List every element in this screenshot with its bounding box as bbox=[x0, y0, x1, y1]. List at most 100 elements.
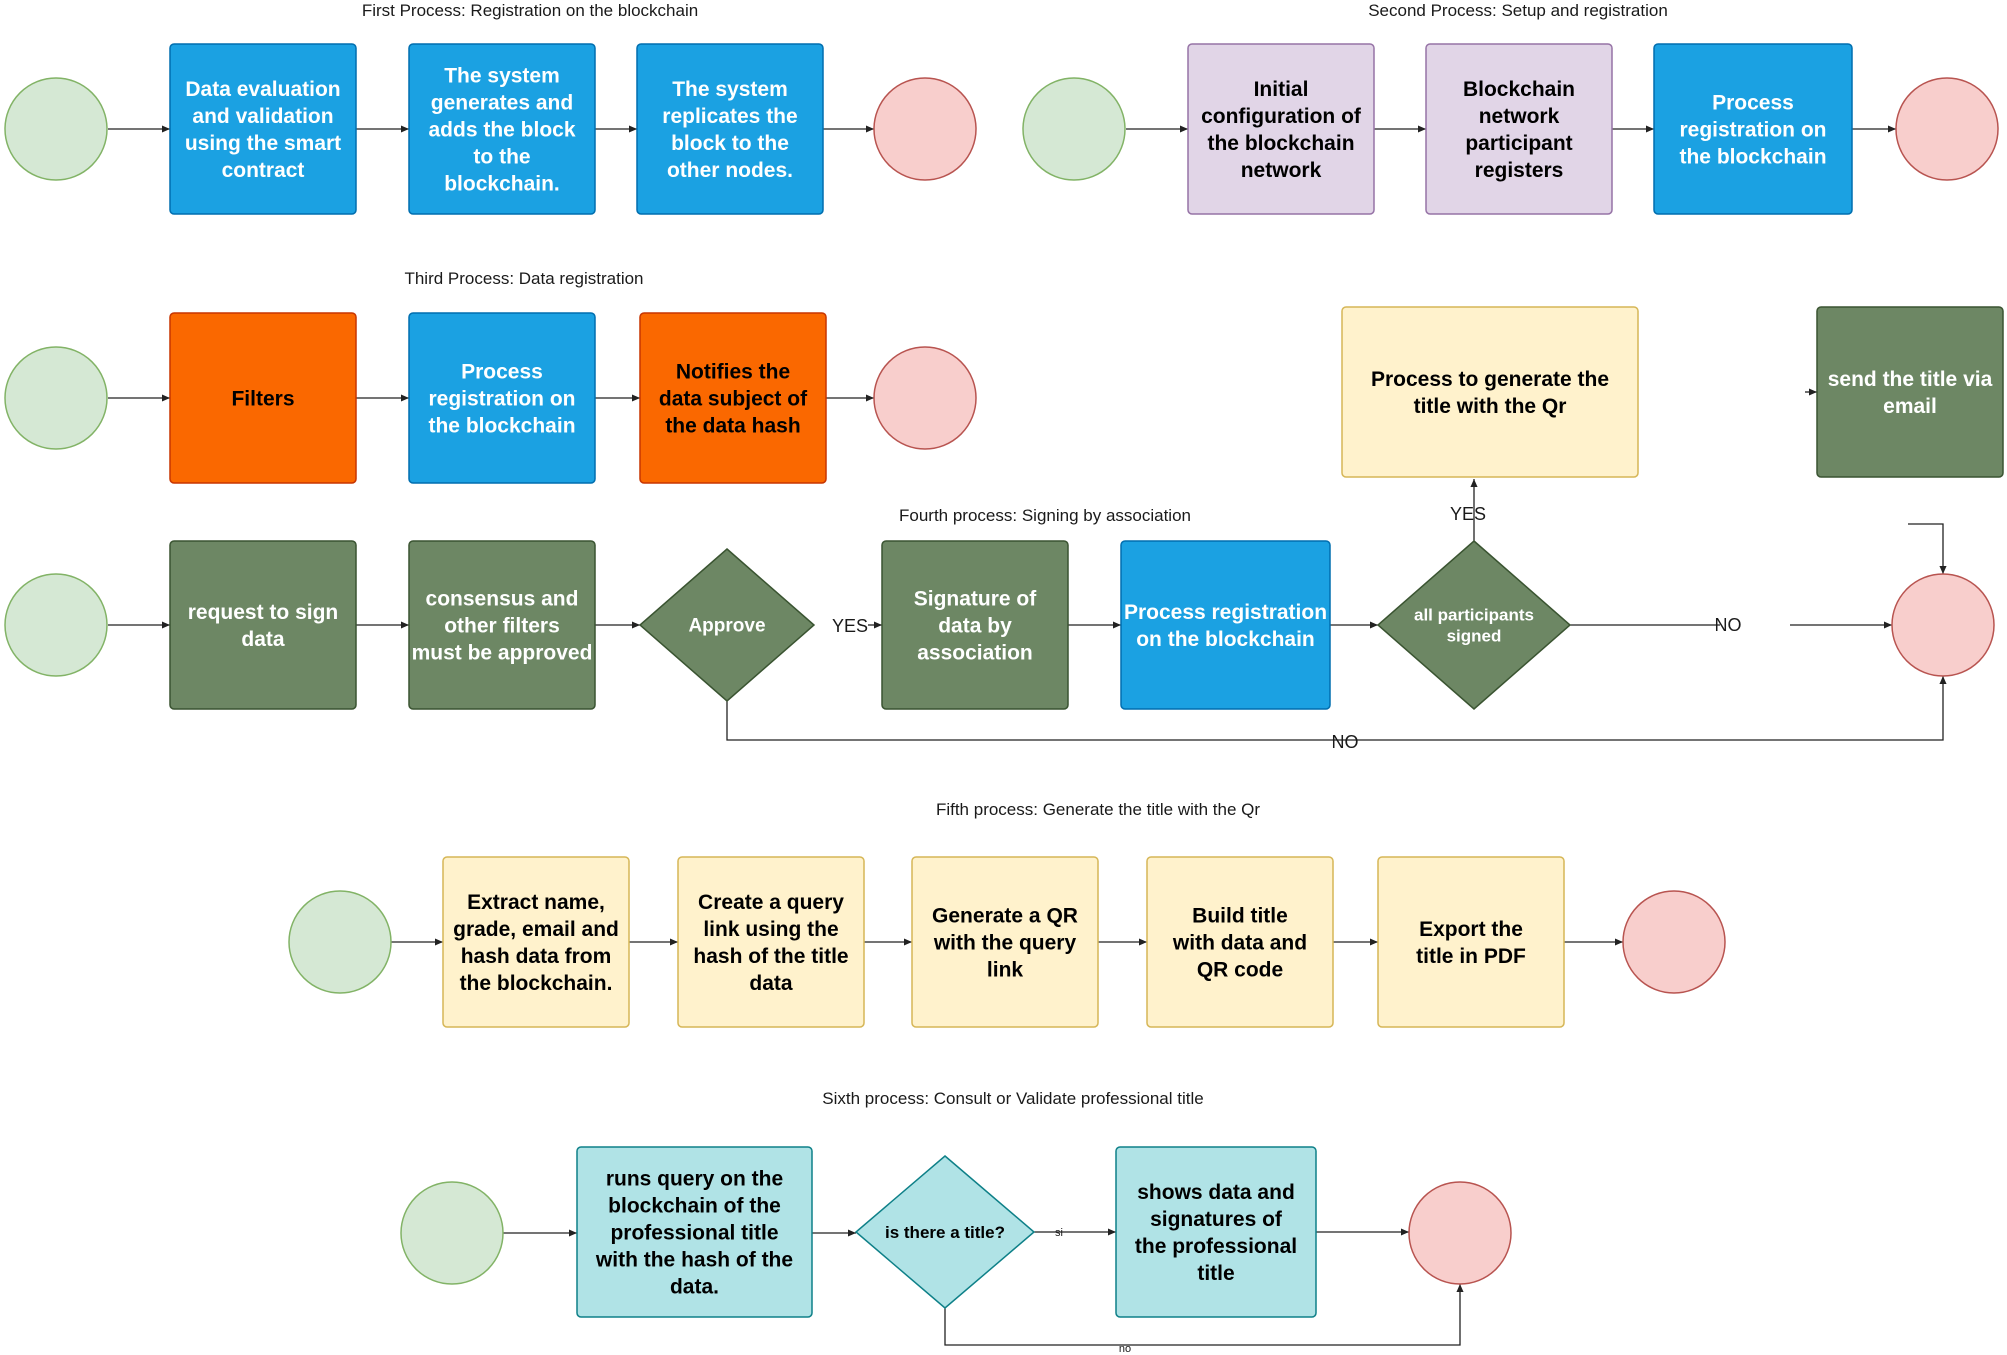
process3-start[interactable] bbox=[4, 346, 108, 450]
p5-step-2-shape bbox=[677, 856, 865, 1028]
process6-title: Sixth process: Consult or Validate profe… bbox=[822, 1089, 1203, 1108]
process1-start[interactable] bbox=[4, 77, 108, 181]
node-label: is there a title? bbox=[885, 1223, 1005, 1242]
p6-label-no: no bbox=[1119, 1343, 1131, 1355]
p4-step-3-shape bbox=[881, 540, 1069, 710]
p4-label-yes1: YES bbox=[832, 616, 868, 636]
p4-label-no2: NO bbox=[1332, 732, 1359, 752]
p3-step-1[interactable]: Filters bbox=[169, 312, 357, 484]
p4-generate-title-shape bbox=[1341, 306, 1639, 478]
process3-title: Third Process: Data registration bbox=[404, 269, 643, 288]
process4-start[interactable] bbox=[4, 573, 108, 677]
p4-label-no1: NO bbox=[1715, 615, 1742, 635]
process5-end[interactable] bbox=[1622, 890, 1726, 994]
p4-approve-decision[interactable]: Approve bbox=[638, 548, 816, 702]
process4-title: Fourth process: Signing by association bbox=[899, 506, 1191, 525]
process4-end[interactable] bbox=[1891, 573, 1995, 677]
p6-label-si: si bbox=[1055, 1227, 1063, 1239]
p4-step-4-shape bbox=[1120, 540, 1331, 710]
p1-step-1-shape bbox=[169, 43, 357, 215]
p4-edge-no-bottom bbox=[726, 676, 1947, 741]
process1-end[interactable] bbox=[873, 77, 977, 181]
process6-start[interactable] bbox=[400, 1181, 504, 1285]
p3-step-2-shape bbox=[408, 312, 596, 484]
p2-step-1-shape bbox=[1187, 43, 1375, 215]
node-label: Approve bbox=[688, 616, 765, 637]
p6-step-1-shape bbox=[576, 1146, 813, 1318]
process1-title: First Process: Registration on the block… bbox=[362, 1, 698, 20]
p5-step-3-shape bbox=[911, 856, 1099, 1028]
p4-signed-decision-shape bbox=[1376, 540, 1572, 710]
process2-start[interactable] bbox=[1022, 77, 1126, 181]
p6-edge-no bbox=[944, 1284, 1464, 1346]
p1-step-2-shape bbox=[408, 43, 596, 215]
p3-step-1-shape bbox=[169, 312, 357, 484]
p3-step-3-shape bbox=[639, 312, 827, 484]
p6-title-decision[interactable]: is there a title? bbox=[854, 1155, 1036, 1309]
p4-approve-decision-shape bbox=[638, 548, 816, 702]
p4-edge-email-down bbox=[1908, 523, 1947, 574]
process6-end[interactable] bbox=[1408, 1181, 1512, 1285]
p1-step-3-shape bbox=[636, 43, 824, 215]
p6-title-decision-shape bbox=[854, 1155, 1036, 1309]
p5-step-1-shape bbox=[442, 856, 630, 1028]
p5-step-5-shape bbox=[1377, 856, 1565, 1028]
p2-step-3-shape bbox=[1653, 43, 1853, 215]
process3-end[interactable] bbox=[873, 346, 977, 450]
p6-step-2-shape bbox=[1115, 1146, 1317, 1318]
p4-label-yes2: YES bbox=[1450, 504, 1486, 524]
p5-step-4-shape bbox=[1146, 856, 1334, 1028]
process5-start[interactable] bbox=[288, 890, 392, 994]
p2-step-2-shape bbox=[1425, 43, 1613, 215]
node-label: Filters bbox=[231, 387, 294, 410]
p4-step-2-shape bbox=[408, 540, 596, 710]
p4-step-1-shape bbox=[169, 540, 357, 710]
process2-end[interactable] bbox=[1895, 77, 1999, 181]
process2-title: Second Process: Setup and registration bbox=[1368, 1, 1668, 20]
